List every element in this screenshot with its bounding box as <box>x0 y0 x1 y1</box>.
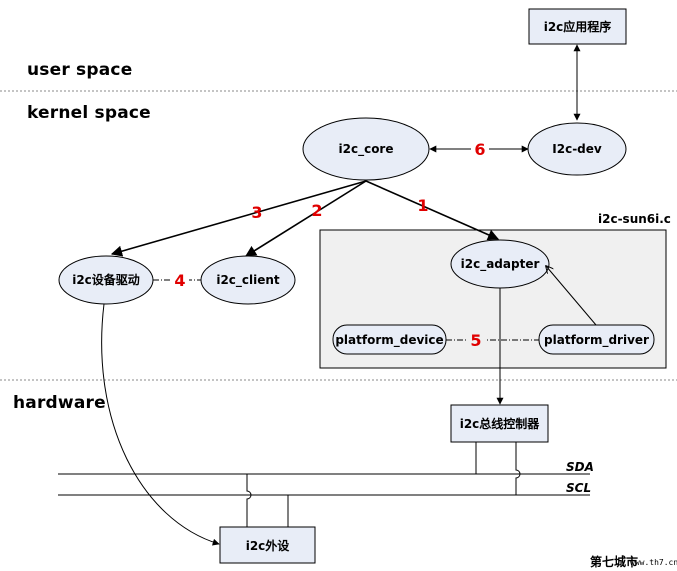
i2c-app-label: i2c应用程序 <box>544 19 612 34</box>
edge-number-3: 3 <box>251 203 262 222</box>
core-adapter-edge <box>365 180 500 241</box>
hardware-heading: hardware <box>13 393 106 413</box>
platform-driver-label: platform_driver <box>544 333 649 348</box>
peripheral-sda-wire <box>246 474 252 527</box>
i2c-client-label: i2c_client <box>216 273 280 288</box>
i2c-peripheral-box <box>219 526 316 564</box>
i2c-peripheral-label: i2c外设 <box>246 538 291 553</box>
sda-label: SDA <box>566 460 594 474</box>
core-client-edge <box>245 180 367 257</box>
edge-number-4: 4 <box>174 271 185 290</box>
kernel-space-heading: kernel space <box>27 103 151 123</box>
driver-peripheral-edge <box>101 303 220 546</box>
container-label: i2c-sun6i.c <box>598 212 671 226</box>
user-space-heading: user space <box>27 60 133 80</box>
pdriver-adapter-edge <box>546 266 597 326</box>
core-driver-edge <box>110 180 367 257</box>
watermark-url: www.th7.cn <box>630 558 677 567</box>
bus-controller-box <box>450 404 549 443</box>
edge-number-1: 1 <box>417 196 428 215</box>
i2c-dev-label: I2c-dev <box>552 142 602 156</box>
platform-device-label: platform_device <box>335 333 443 348</box>
edge-number-2: 2 <box>311 201 322 220</box>
i2c-core-label: i2c_core <box>339 142 394 157</box>
edge-number-5: 5 <box>470 331 481 350</box>
watermark-text: 第七城市 <box>590 554 638 569</box>
controller-scl-wire <box>515 442 521 495</box>
i2c-core-node <box>302 117 430 181</box>
i2c-app-box <box>528 8 627 45</box>
bus-controller-label: i2c总线控制器 <box>460 416 541 431</box>
i2c-adapter-label: i2c_adapter <box>461 257 540 272</box>
edge-number-6: 6 <box>474 140 485 159</box>
i2c-driver-label: i2c设备驱动 <box>72 272 140 287</box>
scl-label: SCL <box>566 481 591 495</box>
